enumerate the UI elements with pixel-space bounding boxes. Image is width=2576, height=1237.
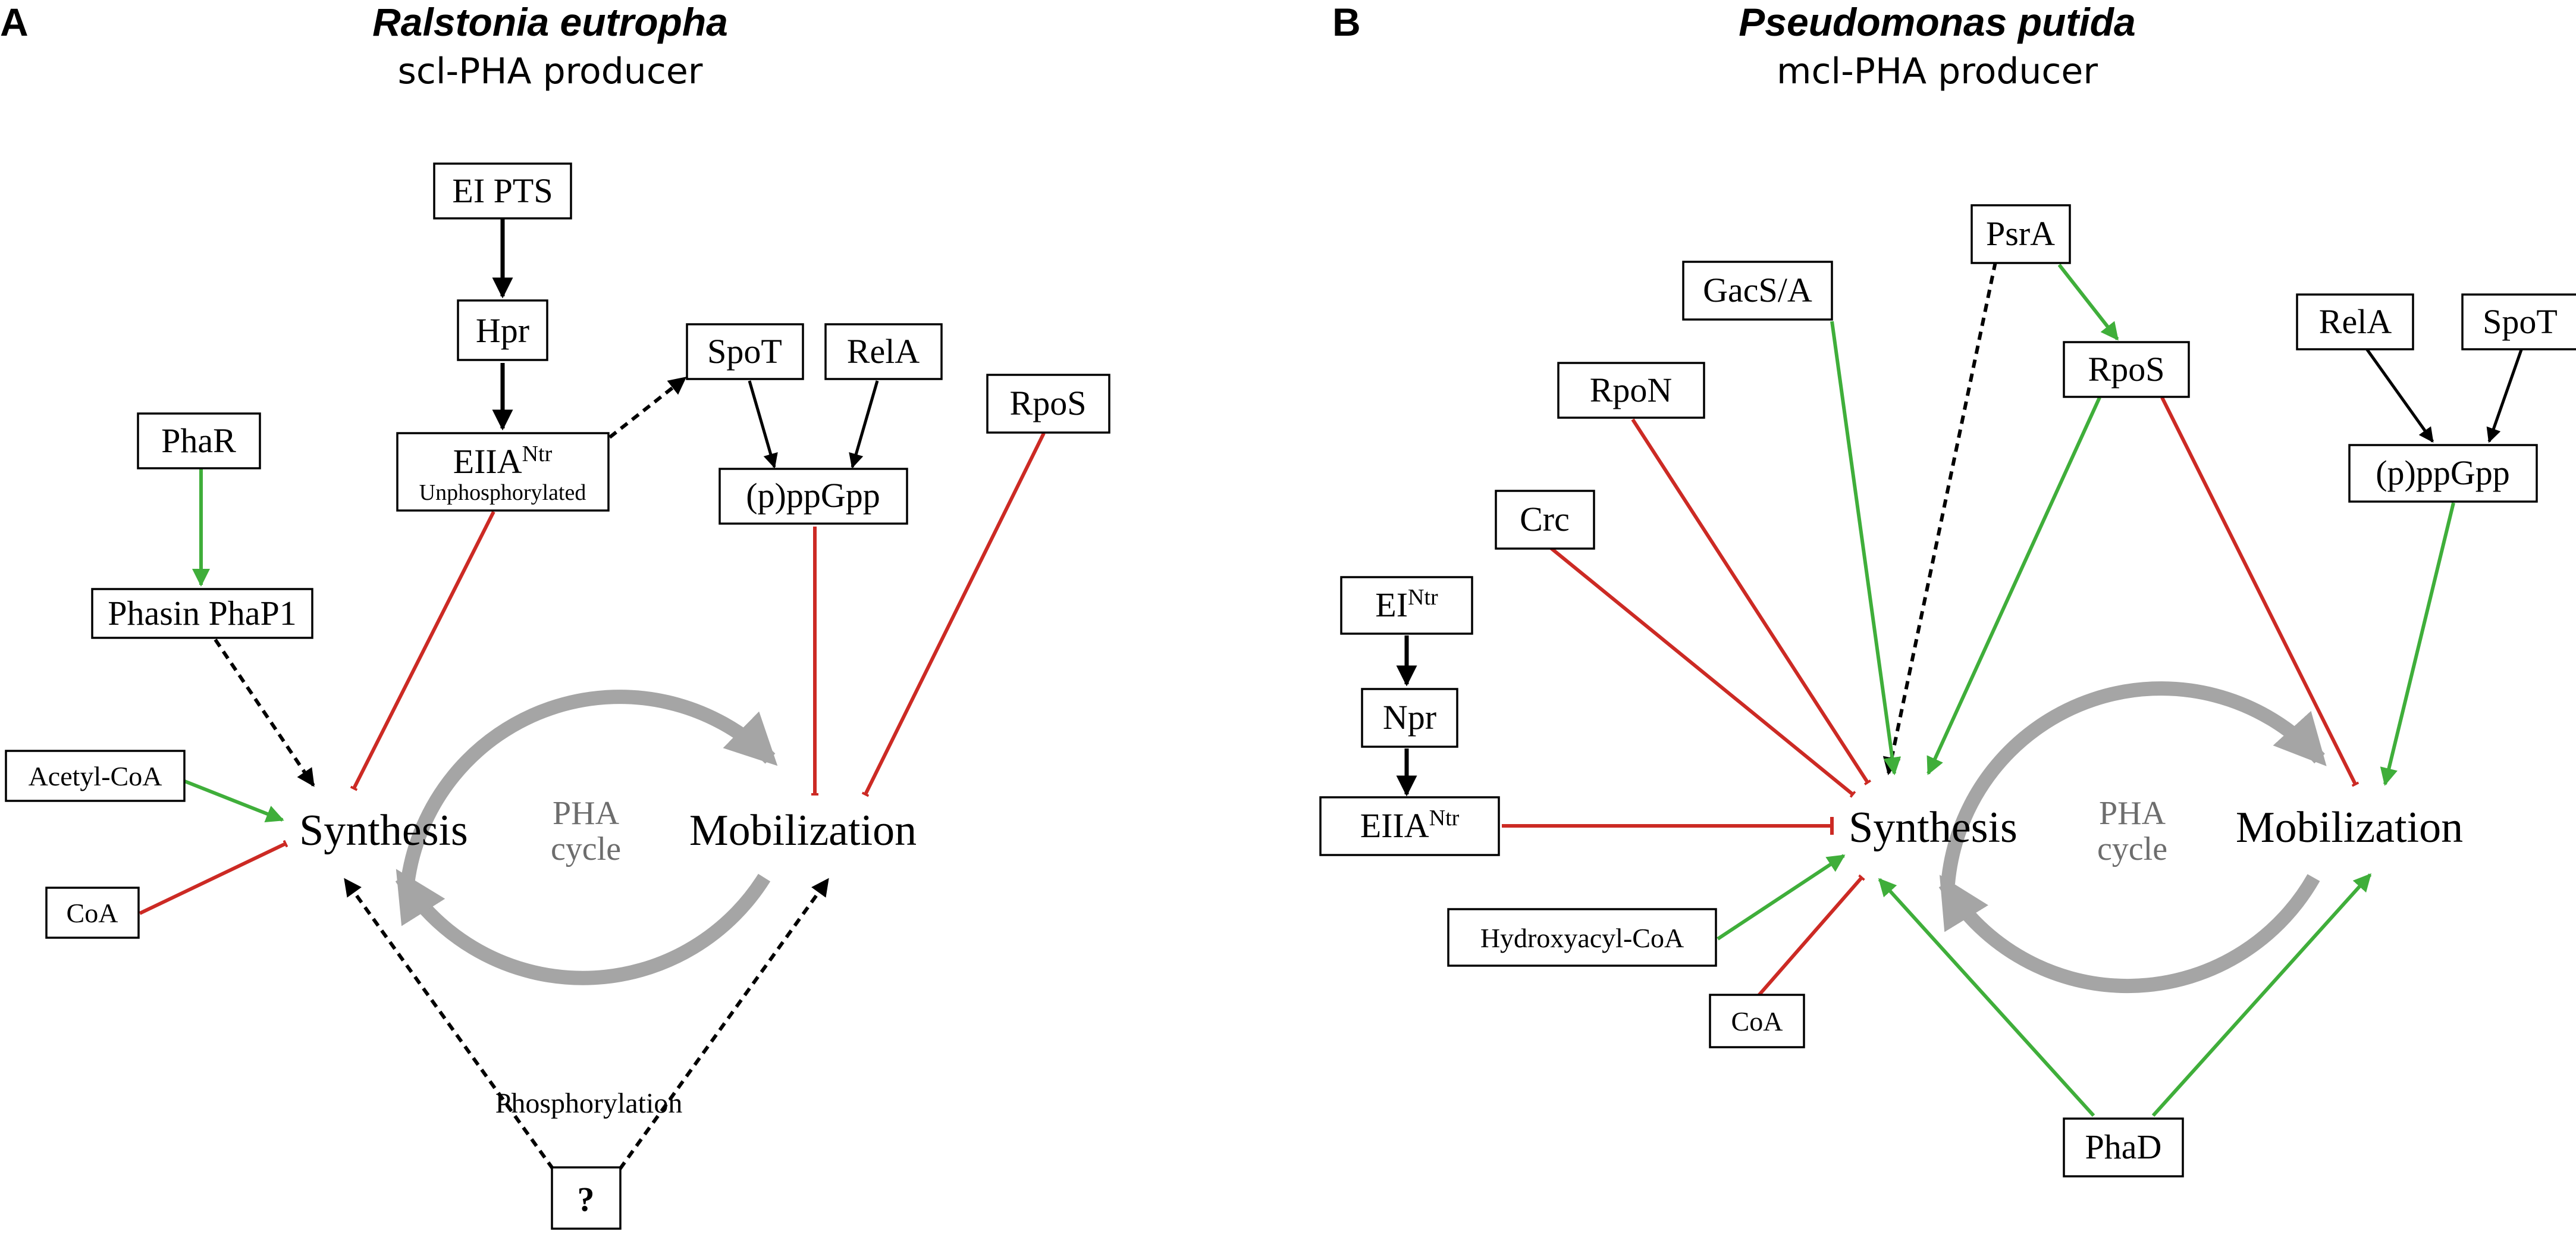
panel-a-subtitle: scl-PHA producer xyxy=(398,51,703,92)
phar-label: PhaR xyxy=(161,421,236,460)
pha-cycle-ring-b xyxy=(1938,681,2327,994)
node-spot-a: SpoT xyxy=(686,323,804,380)
panel-a-title: Ralstonia eutropha xyxy=(372,0,728,44)
rela-label-a: RelA xyxy=(847,332,920,371)
node-phasin-a: Phasin PhaP1 xyxy=(91,588,313,639)
panel-a: A Ralstonia eutropha scl-PHA producer PH… xyxy=(0,0,1110,1230)
node-hydroxyacyl-coa-b: Hydroxyacyl-CoA xyxy=(1447,908,1717,967)
node-ppgpp-a: (p)ppGpp xyxy=(718,468,908,525)
node-rela-b: RelA xyxy=(2296,293,2414,350)
edges-b xyxy=(1396,261,2524,1117)
coa-label-a: CoA xyxy=(67,898,118,928)
node-ei-pts-a: EI PTS xyxy=(433,162,572,220)
crc-label: Crc xyxy=(1520,500,1570,538)
rela-label-b: RelA xyxy=(2319,302,2392,341)
panel-a-letter: A xyxy=(0,0,29,44)
panel-b: B Pseudomonas putida mcl-PHA producer PH… xyxy=(1319,0,2576,1178)
synthesis-label-b: Synthesis xyxy=(1849,803,2017,852)
npr-label: Npr xyxy=(1383,698,1436,737)
node-spot-b: SpoT xyxy=(2461,293,2576,350)
mobilization-label-b: Mobilization xyxy=(2236,803,2463,852)
node-phad-b: PhaD xyxy=(2063,1117,2184,1178)
psra-label: PsrA xyxy=(1986,214,2055,253)
ei-ntr-superscript-b: Ntr xyxy=(1408,585,1438,610)
node-rpon-b: RpoN xyxy=(1557,362,1705,419)
eiia-label-b: EIIA xyxy=(1360,806,1429,845)
gacsa-label: GacS/A xyxy=(1703,271,1812,309)
svg-text:EINtr: EINtr xyxy=(1375,585,1438,624)
spot-label-a: SpoT xyxy=(707,332,782,371)
node-coa-a: CoA xyxy=(45,887,140,939)
hydroxyacyl-coa-label: Hydroxyacyl-CoA xyxy=(1480,923,1684,953)
pha-cycle-label-a-1: PHA xyxy=(553,795,620,832)
synthesis-label-a: Synthesis xyxy=(299,806,468,855)
pha-cycle-label-b-1: PHA xyxy=(2099,795,2166,832)
ppgpp-label-b: (p)ppGpp xyxy=(2376,453,2510,492)
pha-cycle-label-b-2: cycle xyxy=(2097,831,2167,868)
ppgpp-label-a: (p)ppGpp xyxy=(746,476,880,515)
node-acetyl-coa-a: Acetyl-CoA xyxy=(5,750,186,802)
node-psra-b: PsrA xyxy=(1971,204,2071,264)
coa-label-b: CoA xyxy=(1731,1006,1783,1036)
node-crc-b: Crc xyxy=(1495,490,1595,550)
node-coa-b: CoA xyxy=(1709,994,1805,1048)
edges-a xyxy=(139,217,1046,1170)
mobilization-label-a: Mobilization xyxy=(689,806,917,855)
acetyl-coa-label: Acetyl-CoA xyxy=(29,761,162,791)
node-ei-ntr-b: EINtr xyxy=(1340,576,1473,635)
svg-text:EIIANtr: EIIANtr xyxy=(453,441,553,481)
panel-b-letter: B xyxy=(1332,0,1361,44)
node-question-a: ? xyxy=(551,1166,622,1230)
phosphorylation-label: Phosphorylation xyxy=(495,1088,683,1119)
node-gacsa-b: GacS/A xyxy=(1682,261,1833,321)
ei-label-b: EI xyxy=(1375,585,1408,624)
panel-b-title: Pseudomonas putida xyxy=(1739,0,2135,44)
rpos-label-b: RpoS xyxy=(2088,350,2165,389)
pha-cycle-label-a-2: cycle xyxy=(551,831,621,868)
eiia-label-a: EIIA xyxy=(453,442,522,481)
panel-b-subtitle: mcl-PHA producer xyxy=(1777,51,2098,92)
node-rpos-b: RpoS xyxy=(2063,341,2190,398)
spot-label-b: SpoT xyxy=(2483,302,2558,341)
node-rela-a: RelA xyxy=(824,323,943,380)
phad-label: PhaD xyxy=(2085,1128,2162,1166)
rpon-label: RpoN xyxy=(1590,371,1673,409)
hpr-label: Hpr xyxy=(476,311,529,350)
node-rpos-a: RpoS xyxy=(986,374,1110,434)
pha-cycle-ring-a xyxy=(395,690,778,985)
phasin-label: Phasin PhaP1 xyxy=(108,594,296,632)
eiia-ntr-superscript-b: Ntr xyxy=(1429,806,1460,831)
node-eiia-ntr-b: EIIANtr xyxy=(1319,796,1500,856)
svg-text:EIIANtr: EIIANtr xyxy=(1360,806,1460,845)
ei-pts-label: EI PTS xyxy=(452,171,553,210)
question-mark-label: ? xyxy=(578,1180,595,1219)
eiia-unphosphorylated-label: Unphosphorylated xyxy=(419,480,586,505)
eiia-ntr-superscript-a: Ntr xyxy=(522,441,553,466)
node-npr-b: Npr xyxy=(1361,688,1458,748)
node-phar-a: PhaR xyxy=(137,412,261,469)
node-hpr-a: Hpr xyxy=(457,299,548,361)
node-eiia-ntr-a: EIIANtr Unphosphorylated xyxy=(396,432,610,512)
node-ppgpp-b: (p)ppGpp xyxy=(2348,444,2538,503)
rpos-label-a: RpoS xyxy=(1010,384,1087,422)
